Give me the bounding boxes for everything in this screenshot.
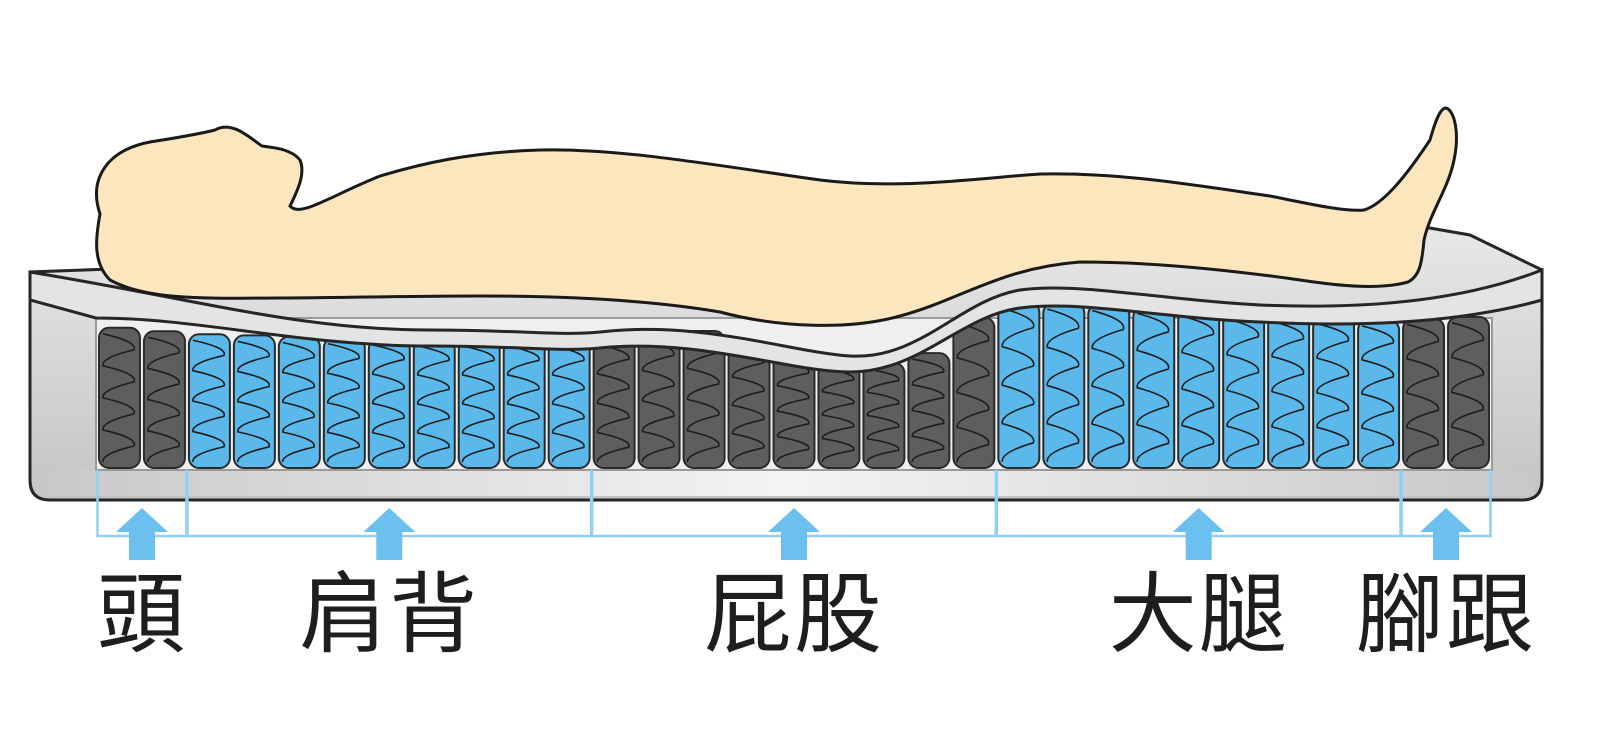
coil-spring	[367, 337, 411, 470]
coil-spring	[187, 333, 231, 469]
coil-spring	[637, 333, 681, 470]
coil-spring	[277, 335, 321, 469]
coil-spring	[457, 339, 501, 469]
coil-spring	[547, 339, 591, 469]
coil-spring	[1447, 315, 1490, 469]
coil-spring	[1312, 316, 1356, 469]
coil-spring	[1267, 314, 1311, 469]
coil-spring	[772, 353, 816, 469]
up-arrow-icon	[768, 508, 820, 560]
coil-spring	[412, 339, 456, 469]
coil-spring	[592, 337, 636, 469]
up-arrow-icon	[1172, 508, 1225, 560]
coil-spring	[142, 330, 186, 469]
comfort-top-layer	[28, 267, 1544, 374]
coil-spring	[1177, 309, 1221, 469]
coil-spring	[997, 301, 1041, 469]
coil-spring	[502, 339, 546, 469]
up-arrow-icon	[115, 508, 168, 560]
coil-spring	[1087, 303, 1131, 470]
zone-label-thighs: 大腿	[1108, 563, 1289, 666]
zone-label-head: 頭	[96, 563, 187, 666]
zone-brackets	[96, 470, 1492, 560]
coil-spring	[1042, 302, 1086, 469]
coil-spring	[322, 336, 366, 469]
coil-spring	[907, 352, 951, 469]
coil-spring	[862, 362, 906, 470]
coil-spring	[1222, 311, 1266, 469]
coil-spring	[1132, 306, 1176, 469]
coil-spring	[98, 326, 141, 469]
zone-label-hips: 屁股	[703, 563, 884, 666]
zone-label-feet: 腳跟	[1356, 563, 1537, 666]
coil-spring	[1357, 318, 1401, 470]
coil-spring	[682, 330, 726, 469]
up-arrow-icon	[1420, 508, 1473, 560]
coil-spring	[952, 316, 996, 469]
coil-spring	[817, 361, 861, 469]
zone-label-shoulders: 肩背	[299, 563, 480, 666]
coil-spring	[232, 334, 276, 469]
up-arrow-icon	[363, 508, 416, 560]
lying-person-icon	[95, 106, 1458, 327]
mattress-base-strip	[38, 470, 1534, 496]
coil-spring	[727, 341, 771, 469]
coil-spring	[1402, 317, 1446, 469]
